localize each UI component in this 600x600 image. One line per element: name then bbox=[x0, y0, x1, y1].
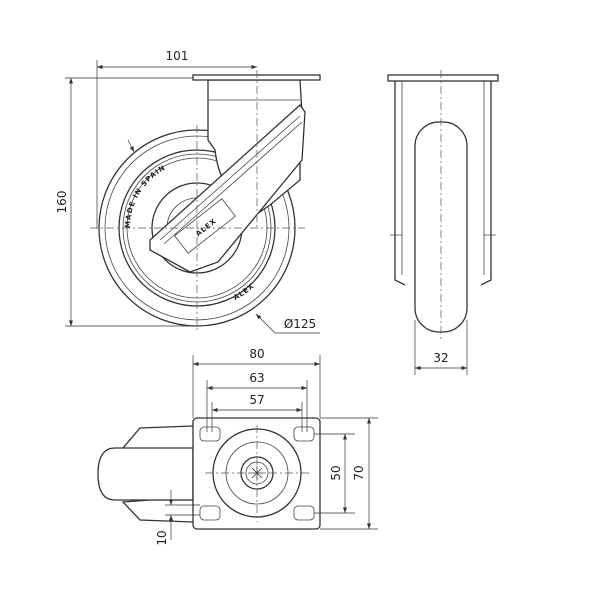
dim-32: 32 bbox=[433, 351, 448, 365]
dim-diameter: Ø125 bbox=[284, 317, 316, 331]
dim-160: 160 bbox=[55, 191, 69, 214]
top-plate bbox=[192, 74, 321, 81]
dim-80: 80 bbox=[249, 347, 264, 361]
dim-63: 63 bbox=[249, 371, 264, 385]
dim-10: 10 bbox=[155, 530, 169, 545]
bottom-view: 80 63 57 50 70 10 bbox=[97, 347, 378, 546]
dim-101: 101 bbox=[166, 49, 189, 63]
dim-57: 57 bbox=[249, 393, 264, 407]
dim-70: 70 bbox=[352, 465, 366, 480]
fork-body: ALEX bbox=[149, 79, 306, 273]
front-view: 32 bbox=[387, 70, 499, 375]
side-view: ALEX MADE IN SPAIN ALEX 101 160 Ø125 bbox=[55, 49, 321, 334]
dim-50: 50 bbox=[329, 465, 343, 480]
